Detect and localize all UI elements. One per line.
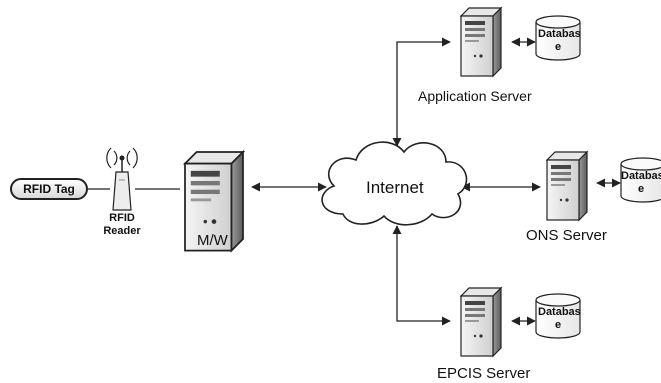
antenna-icon — [106, 147, 138, 211]
epcis-database-label: Databas e — [538, 306, 581, 332]
epcis-database-label-line2: e — [554, 319, 562, 331]
ons-server-label: ONS Server — [526, 227, 607, 244]
rfid-reader-label-line2: Reader — [103, 225, 141, 237]
rfid-reader-label: RFID Reader — [100, 212, 144, 238]
application-server-label: Application Server — [418, 88, 532, 104]
internet-label: Internet — [366, 178, 424, 197]
rfid-tag: RFID Tag — [10, 178, 88, 200]
application-database-label: Databas e — [538, 28, 581, 54]
connections — [88, 37, 621, 326]
ons-database-label-line1: Databas — [621, 170, 661, 182]
epcis-server-label: EPCIS Server — [437, 365, 531, 382]
ons-database-label-line2: e — [637, 183, 645, 195]
epcis-server-icon — [460, 287, 502, 357]
middleware-label: M/W — [197, 232, 228, 249]
epcis-database-label-line1: Databas — [538, 306, 581, 318]
rfid-tag-label: RFID Tag — [23, 182, 75, 196]
ons-server-icon — [546, 151, 588, 221]
application-database-label-line1: Databas — [538, 28, 581, 40]
cloud-icon — [321, 141, 468, 226]
ons-database-label: Databas e — [621, 170, 661, 196]
application-database-label-line2: e — [554, 41, 562, 53]
link-internet-epcis — [392, 225, 451, 326]
rfid-reader-label-line1: RFID — [109, 212, 135, 224]
link-internet-application — [392, 37, 451, 147]
application-server-icon — [460, 7, 502, 77]
